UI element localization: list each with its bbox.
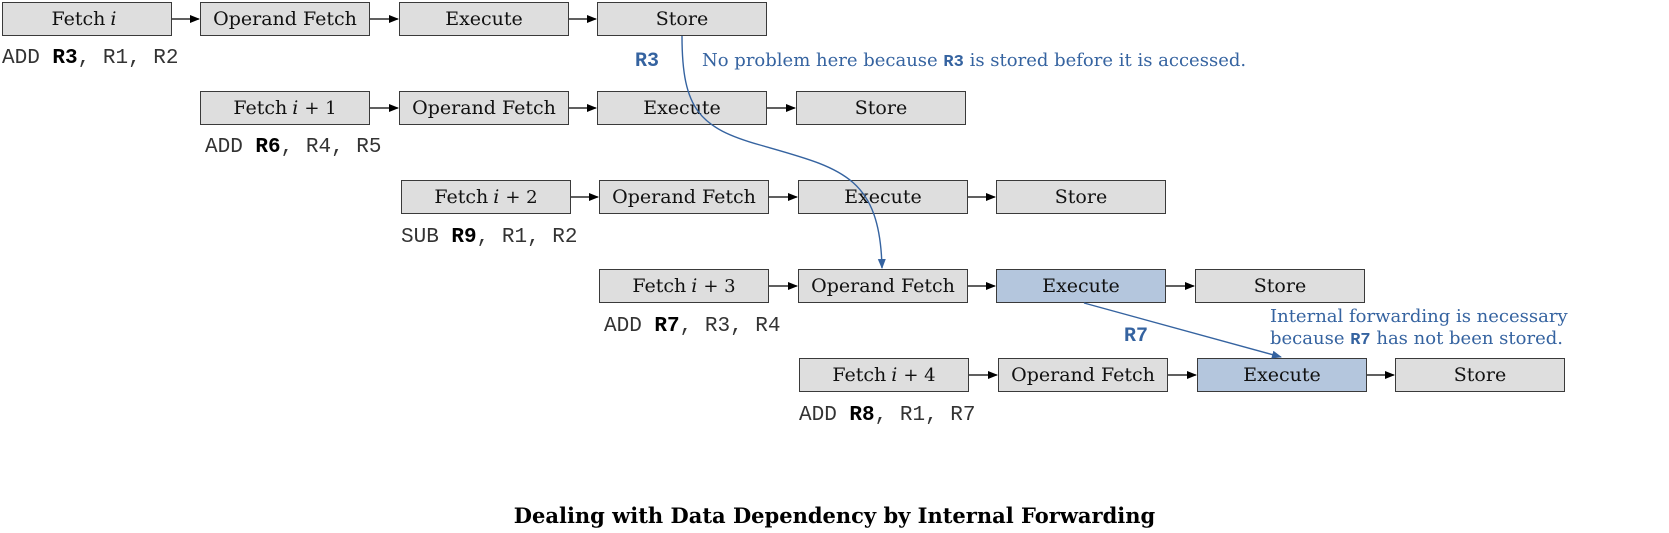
r7-forward-tag: R7 bbox=[1124, 325, 1149, 348]
execute-stage-row2: Execute bbox=[597, 91, 767, 125]
execute-stage-row5: Execute bbox=[1197, 358, 1367, 392]
instruction-row2: ADD R6, R4, R5 bbox=[205, 136, 382, 159]
operand-fetch-stage-row2: Operand Fetch bbox=[399, 91, 569, 125]
execute-stage-row4: Execute bbox=[996, 269, 1166, 303]
operand-fetch-stage-row1: Operand Fetch bbox=[200, 2, 370, 36]
diagram-caption: Dealing with Data Dependency by Internal… bbox=[513, 503, 1156, 528]
store-stage-row4: Store bbox=[1195, 269, 1365, 303]
operand-fetch-stage-row4: Operand Fetch bbox=[798, 269, 968, 303]
store-stage-row3: Store bbox=[996, 180, 1166, 214]
operand-fetch-stage-row5: Operand Fetch bbox=[998, 358, 1168, 392]
operand-fetch-stage-row3: Operand Fetch bbox=[599, 180, 769, 214]
instruction-row3: SUB R9, R1, R2 bbox=[401, 226, 578, 249]
execute-stage-row3: Execute bbox=[798, 180, 968, 214]
instruction-row1: ADD R3, R1, R2 bbox=[2, 47, 179, 70]
r3-dependency-arrow bbox=[681, 35, 886, 269]
r3-forward-tag: R3 bbox=[635, 50, 660, 73]
store-stage-row1: Store bbox=[597, 2, 767, 36]
instruction-row4: ADD R7, R3, R4 bbox=[604, 315, 781, 338]
r7-forwarding-arrow bbox=[1083, 302, 1282, 359]
r3-annotation: No problem here because R3 is stored bef… bbox=[702, 50, 1247, 72]
execute-stage-row1: Execute bbox=[399, 2, 569, 36]
r7-annotation: Internal forwarding is necessary because… bbox=[1270, 306, 1568, 350]
store-stage-row2: Store bbox=[796, 91, 966, 125]
store-stage-row5: Store bbox=[1395, 358, 1565, 392]
instruction-row5: ADD R8, R1, R7 bbox=[799, 404, 976, 427]
